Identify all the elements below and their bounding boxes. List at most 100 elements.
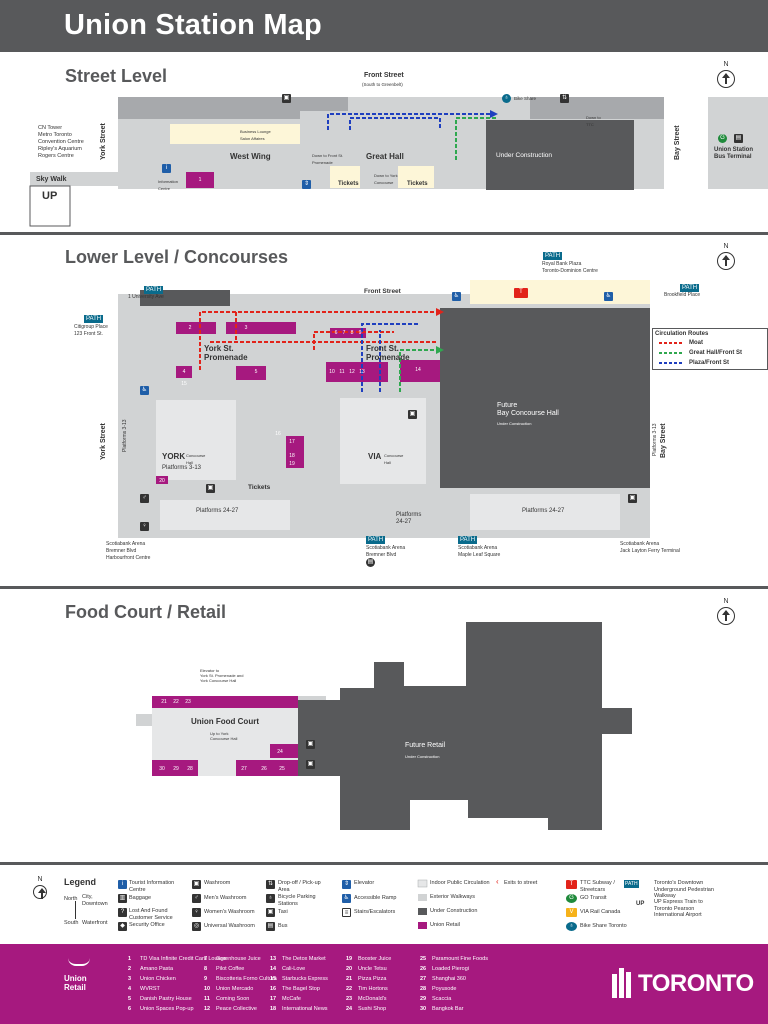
legend-south-word: South: [64, 920, 79, 926]
street-blue-arrow: [490, 110, 498, 118]
lower-retail-5: 5: [254, 369, 258, 375]
food-court-title: Food Court / Retail: [65, 602, 226, 622]
store-name: The Bagel Stop: [282, 986, 320, 992]
path-marker-2: PATH: [84, 315, 104, 323]
legend-bike-share-icon: ♁: [566, 922, 577, 931]
food-retail-30: 30: [159, 766, 165, 772]
north-arrow-icon: [33, 885, 47, 899]
great-hall-route: [399, 349, 436, 392]
tickets-area-1: [330, 166, 360, 188]
routes-swatches: [659, 342, 683, 364]
legend-col5-1: Exterior Walkways: [430, 894, 476, 900]
tickets-area-2: [398, 166, 434, 188]
bike-share-icon: ♁: [502, 94, 511, 103]
lower-women-washroom-icon: ♀: [140, 522, 149, 531]
food-top-retail: [152, 696, 298, 708]
retail-block-2: [176, 322, 216, 334]
lower-platforms-24-27-a: Platforms 24-27: [196, 508, 239, 514]
store-name: Union Chicken: [140, 976, 176, 982]
legend-col4-2: Stairs/Escalators: [354, 909, 396, 915]
street-metro: Metro Toronto: [38, 132, 72, 138]
lower-scotiabank-4: Scotiabank Arena Jack Layton Ferry Termi…: [620, 541, 680, 554]
lower-retail-10: 10: [329, 369, 335, 375]
store-name: Uncle Tetsu: [358, 966, 387, 972]
store-name: Paramount Fine Foods: [432, 956, 488, 962]
legend-exit-arrow-icon: ‹: [496, 877, 499, 886]
divider-2: [0, 586, 768, 589]
plaza-route: [361, 323, 420, 392]
path-marker-5: PATH: [366, 536, 386, 544]
store-number: 25: [420, 956, 427, 962]
store-number: 23: [346, 996, 353, 1002]
store-number: 19: [346, 956, 353, 962]
sky-walk: [30, 172, 122, 186]
ttc-subway-icon: T: [514, 288, 528, 298]
legend-via-icon: V: [566, 908, 577, 917]
street-convention: Convention Centre: [38, 139, 84, 145]
street-green-route: [455, 117, 498, 160]
legend-col1-3: Security Office: [129, 922, 165, 928]
lower-washroom-icon: ▣: [206, 484, 215, 493]
food-retail-22: 22: [173, 699, 179, 705]
food-retail-28: 28: [187, 766, 193, 772]
store-name: Coming Soon: [216, 996, 250, 1002]
street-down-ttc: Down to TTC: [586, 115, 601, 127]
legend-col6-0: Exits to street: [504, 880, 538, 886]
lower-retail-3: 3: [244, 325, 248, 331]
bus-terminal-block: [708, 97, 768, 189]
street-front-street: Front Street: [364, 72, 404, 79]
legend-col2-3: Universal Washroom: [204, 923, 255, 929]
legend-col1-0: Tourist Information Centre: [129, 880, 175, 893]
store-number: 24: [346, 1006, 353, 1012]
store-number: 13: [270, 956, 277, 962]
dropoff-icon: ⇅: [560, 94, 569, 103]
street-blue-route: [327, 113, 490, 130]
street-west-wing: West Wing: [230, 152, 271, 161]
lower-retail-8: 8: [350, 330, 354, 336]
future-retail-block: [298, 622, 632, 830]
legend-ns-line: [75, 901, 76, 919]
store-number: 3: [128, 976, 132, 982]
legend-taxi-icon: ▣: [266, 908, 275, 917]
bus-icon: ▤: [734, 134, 743, 143]
legend-dropoff-icon: ⇅: [266, 880, 275, 889]
legend-col4-0: Elevator: [354, 880, 375, 886]
divider-3: [0, 862, 768, 865]
street-mid-top: [300, 97, 348, 111]
food-future-retail: Future Retail: [405, 742, 446, 749]
accessible-icon-3: ♿: [140, 386, 149, 395]
legend-col2-0: Washroom: [204, 880, 231, 886]
legend-swatch-retail: [418, 922, 427, 929]
taxi-icon: ▣: [282, 94, 291, 103]
lower-citigroup: Citigroup Place 123 Front St.: [74, 324, 108, 337]
street-under-construction: Under Construction: [496, 152, 552, 159]
lower-retail-11: 11: [339, 369, 345, 375]
street-retail-1: 1: [198, 177, 202, 183]
under-construction-block: [486, 120, 634, 190]
legend-col8-1: UP Express Train to Toronto Pearson Inte…: [654, 899, 703, 918]
lower-retail-7: 7: [342, 330, 346, 336]
circulation-routes-legend: Circulation Routes Moat Great Hall/Front…: [652, 328, 768, 370]
lower-retail-12: 12: [349, 369, 355, 375]
store-name: Scaccia: [432, 996, 452, 1002]
legend-stairs-icon: ≡: [342, 908, 351, 917]
via-washroom-icon: ▣: [408, 410, 417, 419]
lower-bay-street: Bay Street: [660, 423, 667, 458]
legend-col1-1: Baggage: [129, 895, 152, 901]
north-indicator-lower: N: [714, 243, 738, 270]
store-name: Pilot Coffee: [216, 966, 245, 972]
footer-retail-label: Retail: [64, 983, 86, 992]
union-retail-logo-icon: [68, 958, 90, 966]
lower-tickets: Tickets: [248, 484, 271, 491]
street-up-express: UP: [42, 190, 58, 202]
